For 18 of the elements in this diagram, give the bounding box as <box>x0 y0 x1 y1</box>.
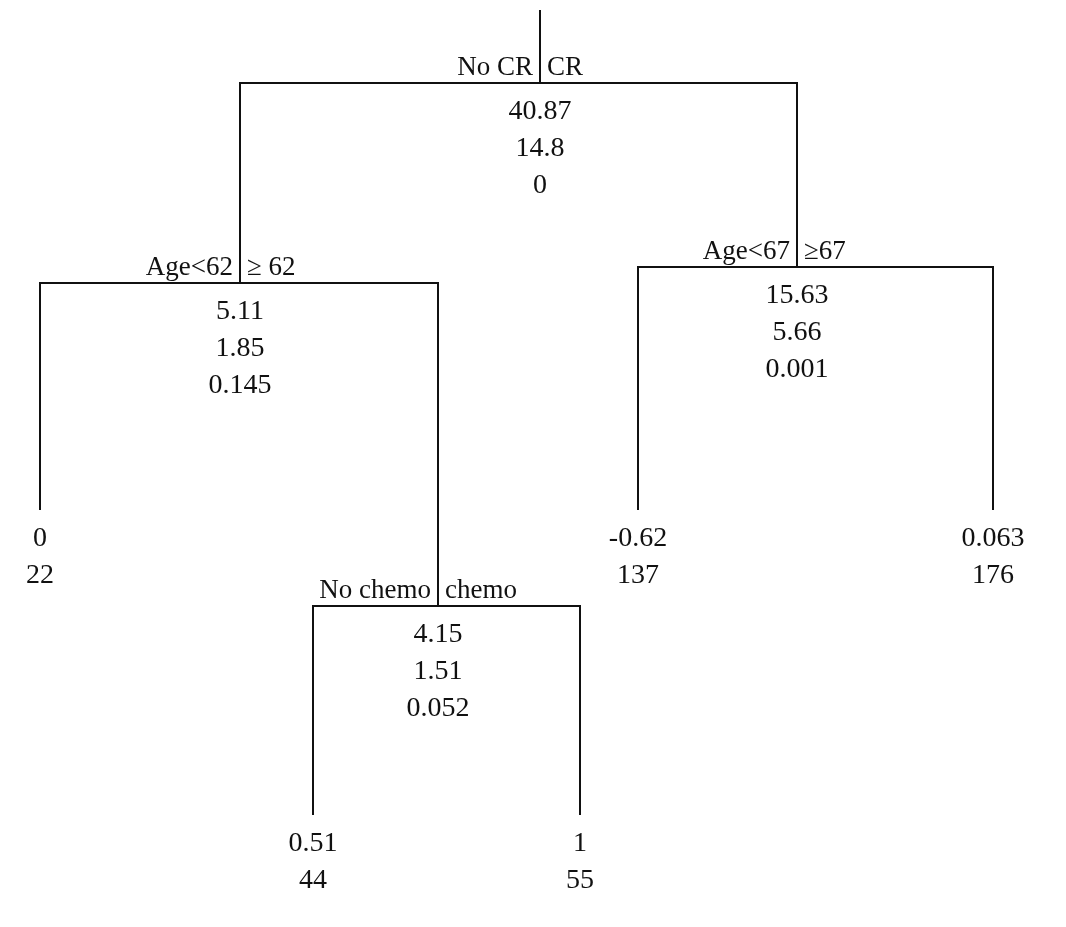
tree-branch <box>539 9 541 84</box>
tree-branch <box>437 605 581 816</box>
split-statistics: 15.63 5.66 0.001 <box>717 267 877 386</box>
leaf-values: 0.063 176 <box>913 510 1066 592</box>
split-statistics: 4.15 1.51 0.052 <box>358 606 518 725</box>
split-statistics: 40.87 14.8 0 <box>460 83 620 202</box>
leaf-values: 1 55 <box>500 815 660 897</box>
tree-branch <box>796 266 994 511</box>
tree-branch <box>39 282 241 511</box>
leaf-values: 0 22 <box>0 510 120 592</box>
leaf-values: -0.62 137 <box>558 510 718 592</box>
leaf-values: 0.51 44 <box>233 815 393 897</box>
tree-branch <box>539 82 798 268</box>
tree-branch <box>637 266 798 511</box>
tree-branch <box>239 82 541 284</box>
split-statistics: 5.11 1.85 0.145 <box>160 283 320 402</box>
tree-branch <box>239 282 439 607</box>
tree-branch <box>312 605 439 816</box>
